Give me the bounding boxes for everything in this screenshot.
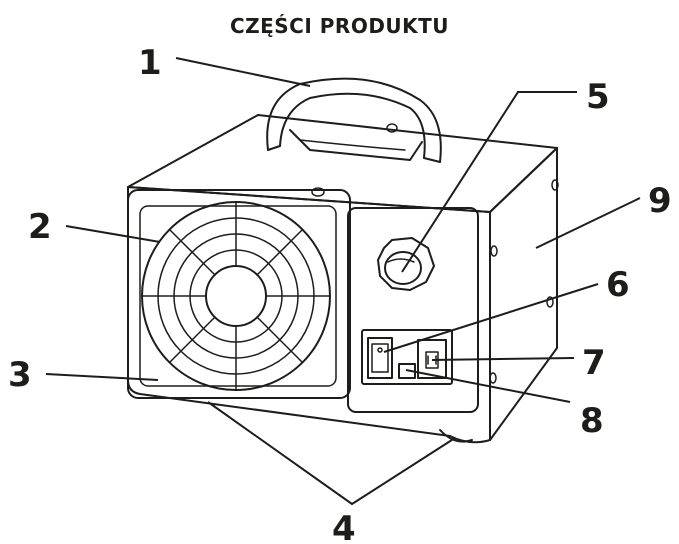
handle <box>266 77 442 163</box>
part-label-4: 4 <box>332 509 356 544</box>
leader-1 <box>175 57 311 87</box>
part-label-8: 8 <box>580 401 604 441</box>
diagram-title: CZĘŚCI PRODUKTU <box>229 14 450 38</box>
part-label-5: 5 <box>586 77 610 117</box>
leader-9 <box>535 197 641 249</box>
device-body <box>127 114 559 444</box>
part-label-3: 3 <box>8 355 32 395</box>
part-label-7: 7 <box>582 343 606 383</box>
leader-6 <box>383 283 599 353</box>
leader-7 <box>431 357 575 361</box>
control-panel <box>347 207 479 413</box>
timer-knob <box>377 237 435 291</box>
part-label-6: 6 <box>606 265 630 305</box>
part-label-9: 9 <box>648 181 672 221</box>
fan-grille <box>127 189 351 399</box>
leader-5 <box>401 91 577 273</box>
leader-2 <box>65 225 161 243</box>
leader-lines <box>45 57 641 506</box>
part-label-2: 2 <box>28 207 52 247</box>
leader-8 <box>405 369 571 403</box>
leader-3 <box>45 373 159 381</box>
part-labels: 1 2 3 4 5 6 7 8 9 <box>8 43 672 544</box>
power-module <box>361 329 453 385</box>
part-label-1: 1 <box>138 43 162 83</box>
leader-4 <box>207 401 456 506</box>
